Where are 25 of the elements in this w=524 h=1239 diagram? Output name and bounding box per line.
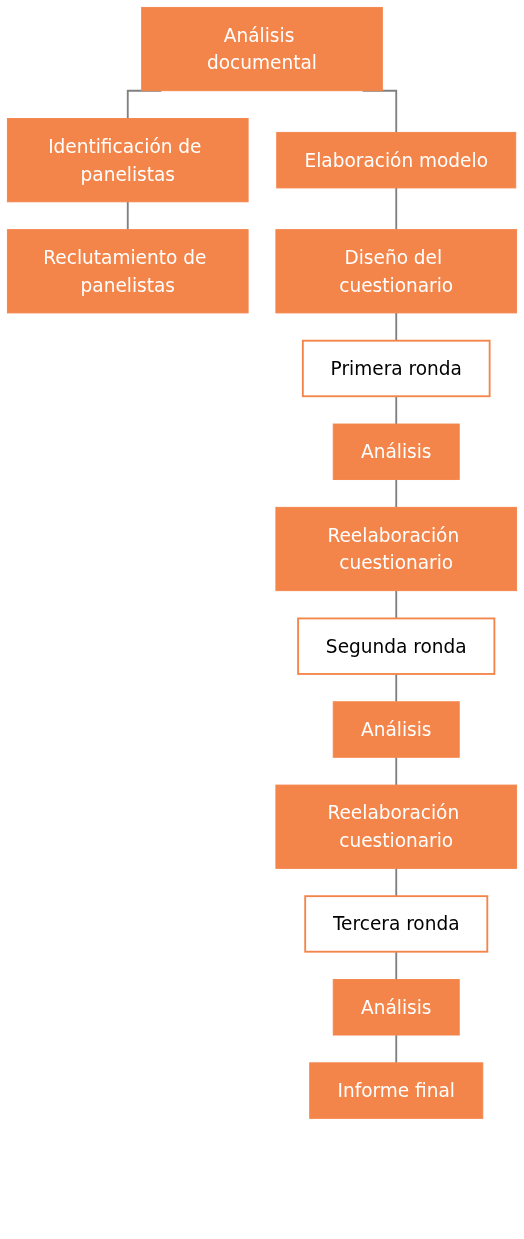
connector [395,950,398,981]
connector [395,673,398,703]
connector [395,312,398,342]
connector [395,187,398,231]
node-box: Tercera ronda [304,895,489,953]
connector [395,1034,398,1064]
connector [395,756,398,786]
node-box: Elaboración modelo [276,131,517,189]
connector [126,200,129,231]
node-box: Análisis documental [141,6,383,92]
node-box: Primera ronda [301,339,491,398]
node-box: Reelaboración cuestionario [275,506,518,592]
node-box: Análisis [332,979,460,1036]
node-box: Reclutamiento de panelistas [6,229,249,314]
node-box: Diseño del cuestionario [275,229,518,314]
node-box: Identificación de panelistas [6,118,249,203]
node-box: Informe final [309,1062,484,1119]
node-box: Segunda ronda [297,617,496,675]
connector [395,589,398,620]
connector [395,478,398,509]
node-box: Análisis [332,423,460,481]
connector [395,867,398,898]
connector [395,395,398,425]
node-box: Reelaboración cuestionario [275,784,518,869]
node-box: Análisis [332,701,460,758]
